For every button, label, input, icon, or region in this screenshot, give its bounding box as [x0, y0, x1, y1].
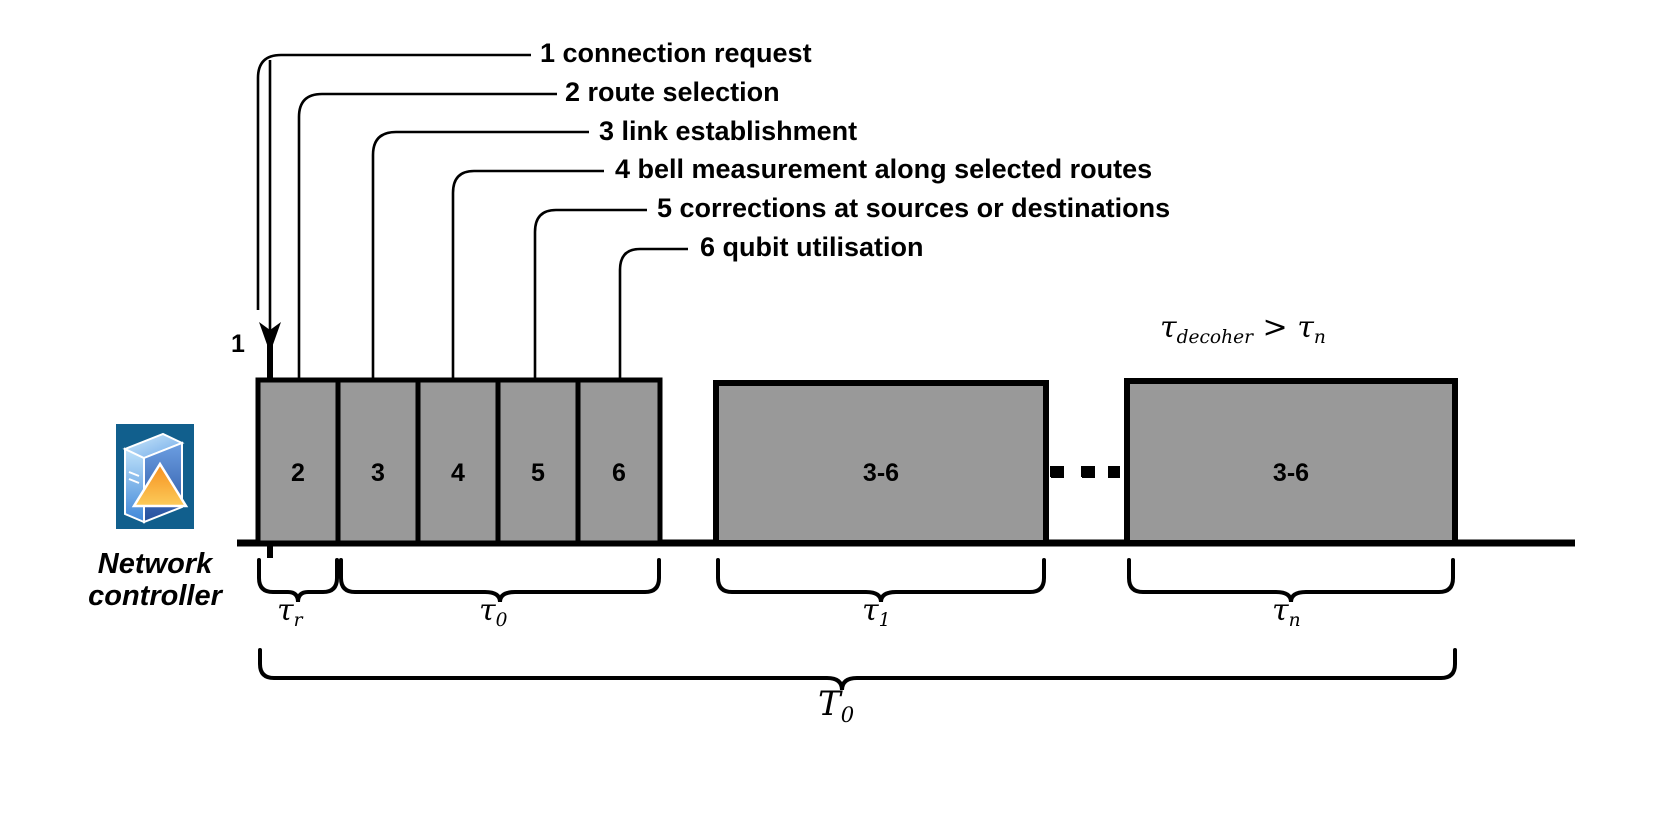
- tau-r-subscript: r: [293, 609, 303, 631]
- phase-block-group: [255, 377, 663, 546]
- round-block-1: [713, 380, 1049, 546]
- leader-line-5: [533, 208, 647, 380]
- phase-block-4: [415, 377, 501, 546]
- round-block-label-n: 3-6: [1272, 459, 1310, 487]
- callout-label-2: 2 route selection: [565, 77, 780, 107]
- leader-line-6: [618, 247, 688, 380]
- decoher-tau-n: τ: [1297, 310, 1314, 345]
- round-block-n: [1124, 378, 1458, 546]
- tau-1-symbol: τ: [862, 593, 879, 628]
- phase-block-6: [575, 377, 663, 546]
- brace-tau-0: [339, 558, 661, 603]
- tau-0-subscript: 0: [495, 609, 508, 631]
- phase-block-label-4: 4: [451, 459, 465, 487]
- brace-label-tau-0: τ0: [479, 593, 507, 630]
- leader-line-3: [371, 130, 589, 380]
- controller-caption-line1: Network: [97, 548, 213, 580]
- icon-server-left-face: [124, 447, 145, 524]
- brace-total-period: [258, 648, 1457, 691]
- controller-caption: Network controller: [45, 548, 265, 613]
- brace-tau-1: [716, 558, 1046, 603]
- leader-line-1: [256, 53, 531, 310]
- tau-r-symbol: τ: [277, 593, 294, 628]
- leader-line-4: [451, 169, 604, 380]
- network-controller-icon: [116, 424, 194, 529]
- total-period-label: T0: [818, 684, 854, 725]
- controller-caption-line2: controller: [88, 580, 222, 613]
- brace-label-tau-n: τn: [1272, 593, 1301, 630]
- decoherence-annotation: τdecoher > τn: [1160, 310, 1326, 347]
- tau-0-symbol: τ: [479, 593, 496, 628]
- brace-tau-r: [257, 558, 339, 603]
- phase-block-label-5: 5: [531, 459, 545, 487]
- tau-n-symbol: τ: [1272, 593, 1289, 628]
- brace-tau-n: [1127, 558, 1455, 603]
- phase-block-label-3: 3: [371, 459, 385, 487]
- icon-vent-2: [128, 478, 140, 484]
- ellipsis-dots-full: [1051, 466, 1120, 478]
- leader-line-2: [297, 92, 557, 380]
- phase-block-5: [495, 377, 581, 546]
- decoher-tau: τ: [1160, 310, 1177, 345]
- callout-label-1: 1 connection request: [540, 38, 812, 68]
- brace-group: [257, 558, 1457, 691]
- round-block-label-1: 3-6: [862, 459, 900, 487]
- total-period-symbol: T: [818, 684, 841, 724]
- arrival-marker-label: 1: [231, 330, 245, 358]
- phase-block-label-6: 6: [612, 459, 626, 487]
- icon-triangle: [131, 461, 189, 508]
- decoher-subscript: decoher: [1176, 326, 1253, 348]
- total-period-subscript: 0: [840, 701, 855, 727]
- icon-vent-1: [128, 471, 140, 477]
- callout-label-3: 3 link establishment: [599, 116, 858, 146]
- callout-leader-lines: [256, 53, 688, 380]
- callout-label-4: 4 bell measurement along selected routes: [615, 154, 1153, 184]
- decoher-tau-n-subscript: n: [1313, 326, 1326, 348]
- phase-block-label-2: 2: [291, 459, 305, 487]
- brace-label-tau-1: τ1: [862, 593, 890, 630]
- decoher-operator: >: [1262, 310, 1288, 345]
- callout-label-6: 6 qubit utilisation: [700, 232, 924, 262]
- callout-label-5: 5 corrections at sources or destinations: [657, 193, 1171, 223]
- tau-n-subscript: n: [1288, 609, 1301, 631]
- brace-label-tau-r: τr: [277, 593, 303, 630]
- tau-1-subscript: 1: [878, 609, 891, 631]
- phase-block-3: [335, 377, 421, 546]
